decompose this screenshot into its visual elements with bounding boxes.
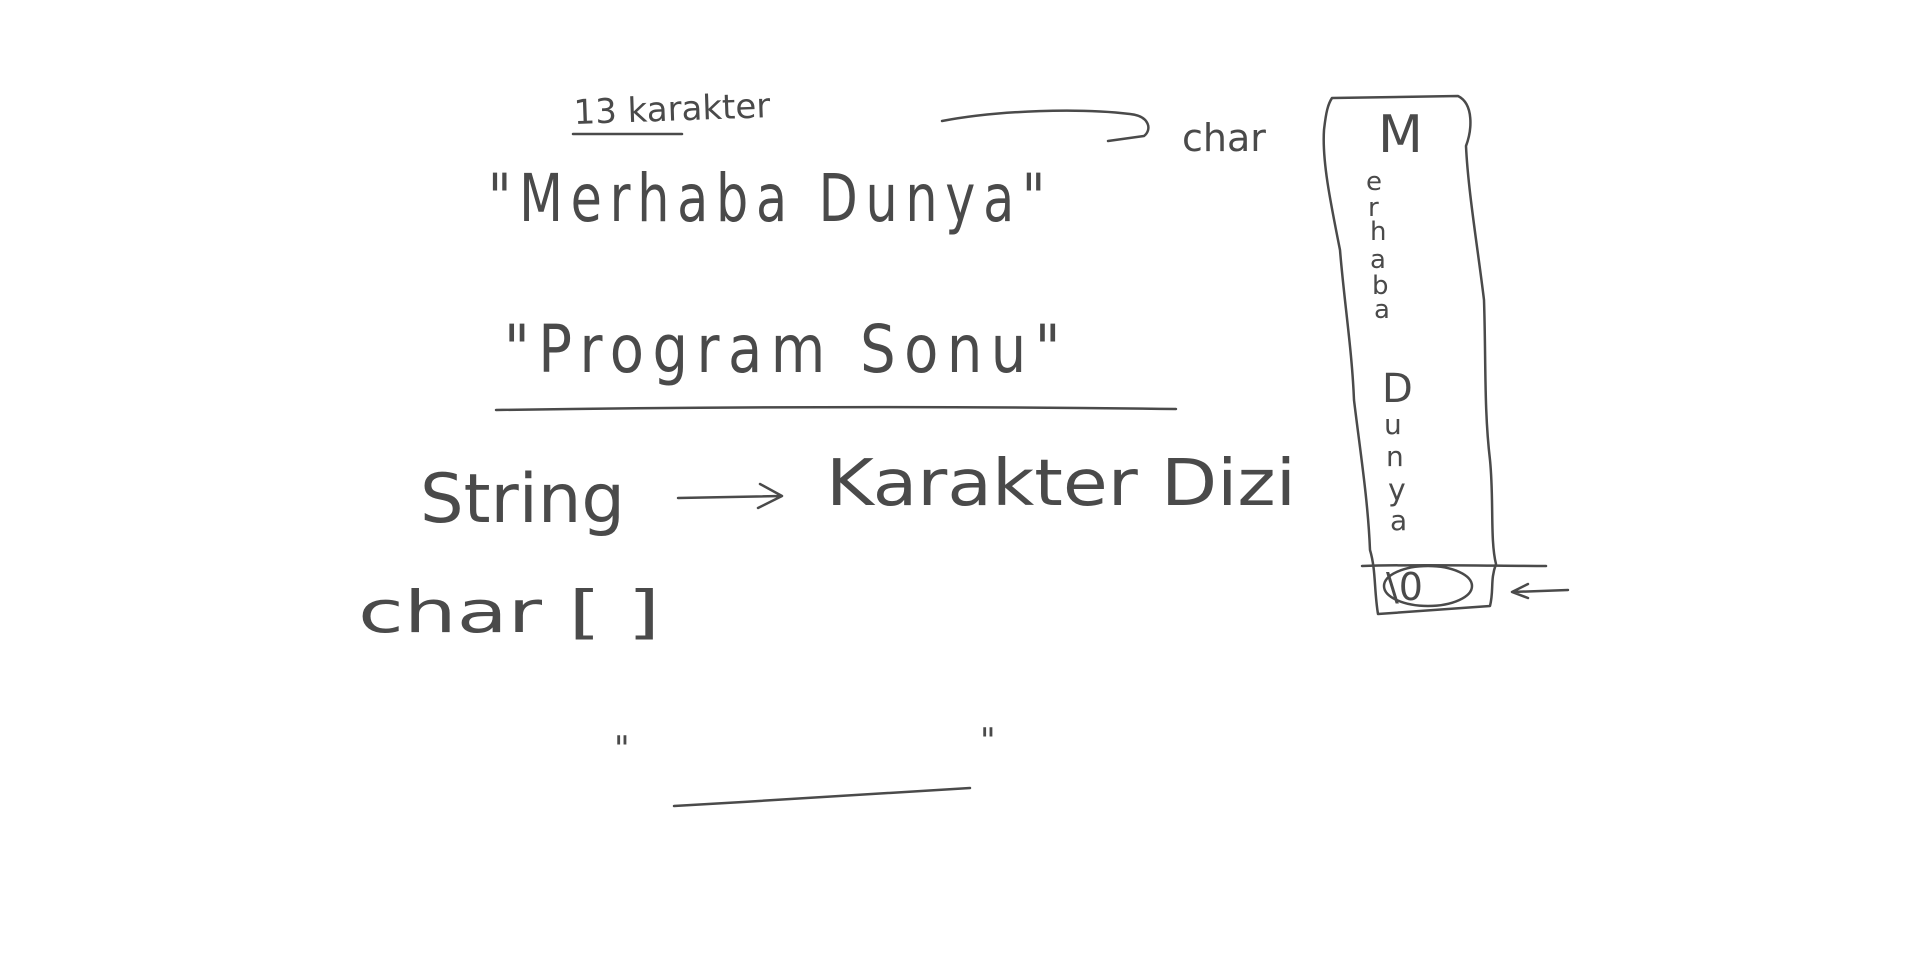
char-array-term: Karakter Dizi bbox=[826, 447, 1296, 521]
memory-cell: y bbox=[1388, 473, 1406, 508]
char-brackets-syntax: char [ ] bbox=[358, 578, 660, 646]
memory-cell: M bbox=[1378, 105, 1423, 165]
memory-cell: e bbox=[1366, 167, 1382, 197]
memory-cell: r bbox=[1368, 193, 1379, 223]
empty-string-line bbox=[672, 786, 972, 808]
memory-cells: M e r h a b a D u n y a bbox=[1366, 105, 1423, 537]
string-program-sonu: "Program Sonu" bbox=[504, 311, 1069, 388]
memory-column-outline bbox=[1322, 94, 1498, 616]
memory-cell: a bbox=[1374, 295, 1390, 325]
memory-cell: b bbox=[1372, 271, 1389, 301]
empty-string-open-quote: " bbox=[614, 729, 630, 769]
memory-cell: h bbox=[1370, 217, 1386, 247]
string-term: String bbox=[420, 460, 625, 539]
divider-line bbox=[494, 405, 1178, 412]
memory-cell: n bbox=[1386, 440, 1404, 473]
count-label: 13 karakter bbox=[573, 86, 771, 133]
char-label: char bbox=[1182, 116, 1266, 160]
memory-cell: a bbox=[1390, 504, 1407, 537]
terminator-cell: \0 bbox=[1386, 565, 1423, 609]
terminator-divider bbox=[1360, 563, 1548, 568]
arrow-to-char bbox=[940, 109, 1150, 143]
string-merhaba-dunya: "Merhaba Dunya" bbox=[488, 160, 1053, 237]
empty-string-close-quote: " bbox=[980, 721, 996, 761]
arrow-string-to-array bbox=[676, 482, 784, 510]
memory-cell: a bbox=[1370, 245, 1386, 275]
memory-cell: u bbox=[1384, 408, 1402, 441]
memory-cell: D bbox=[1382, 366, 1413, 412]
terminator-arrow bbox=[1510, 582, 1570, 600]
terminator-circle bbox=[1382, 564, 1474, 608]
